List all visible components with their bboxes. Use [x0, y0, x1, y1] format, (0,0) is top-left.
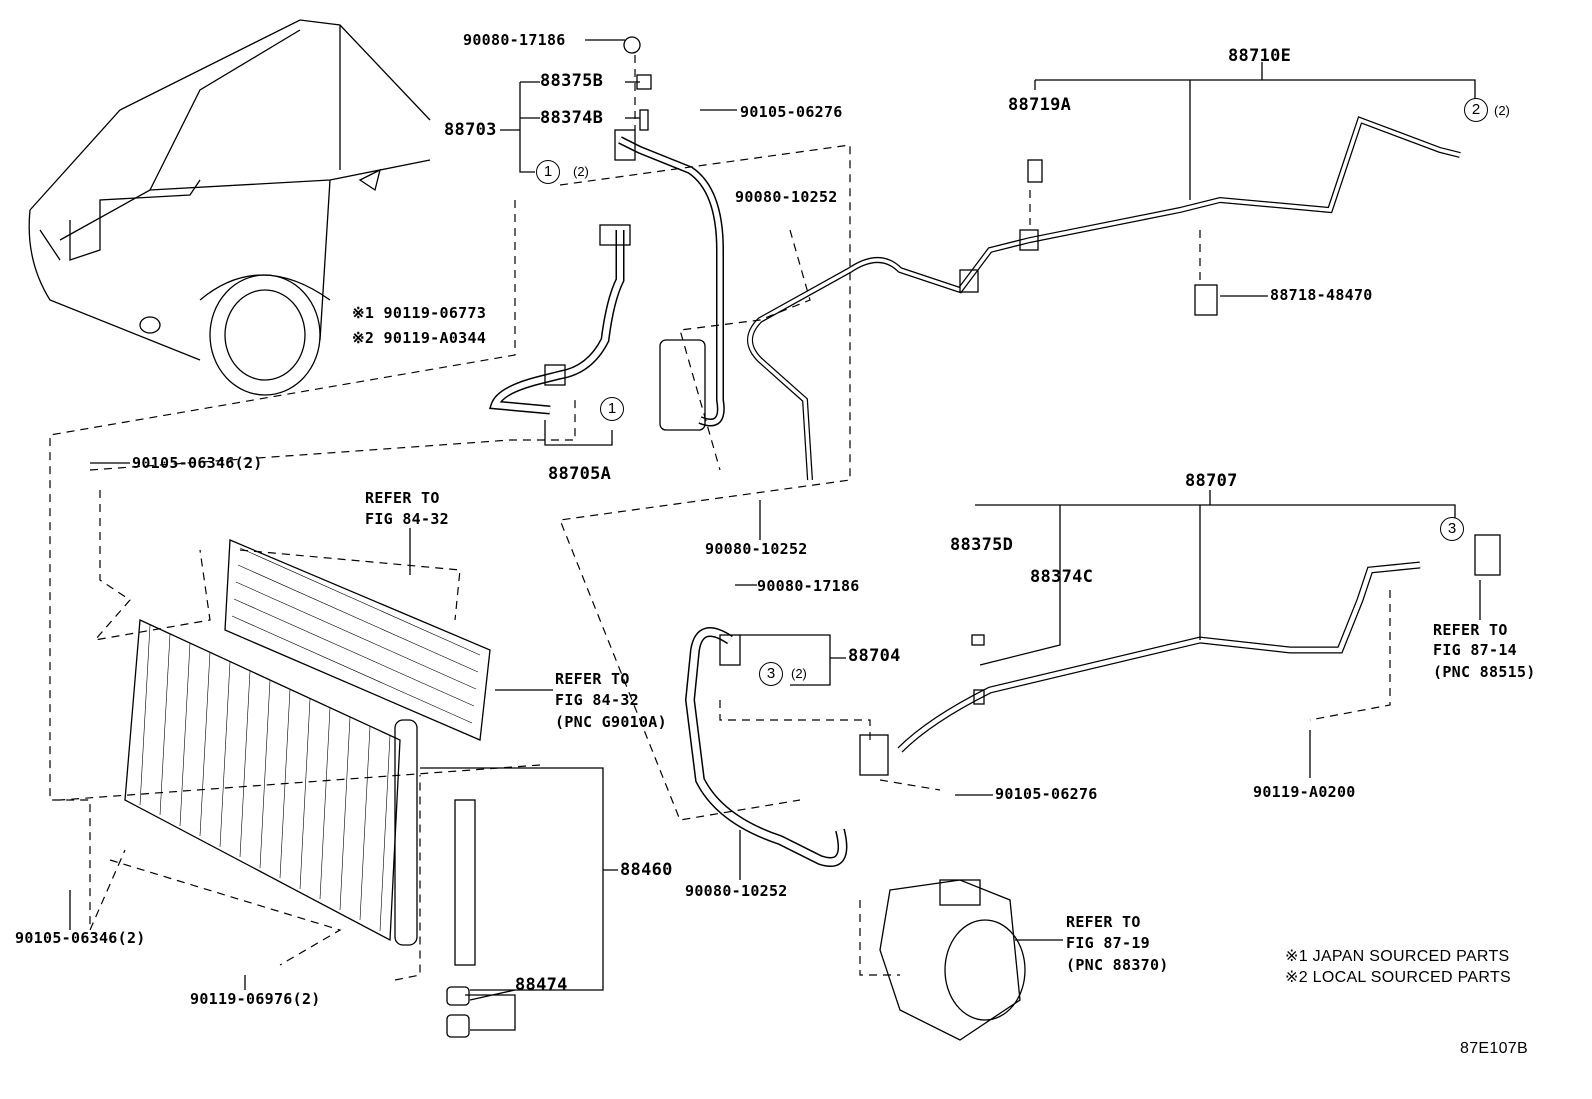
refer-fig-link[interactable]: FIG 87-19: [1066, 934, 1150, 952]
part-number-90080-10252: 90080-10252: [735, 188, 838, 206]
refer-to-label: REFER TO: [365, 489, 440, 507]
refer-fig-link[interactable]: FIG 87-14: [1433, 641, 1517, 659]
part-number-90119-A0200: 90119-A0200: [1253, 783, 1356, 801]
part-number-90105-06276: 90105-06276: [740, 103, 843, 121]
part-number-90080-17186: 90080-17186: [757, 577, 860, 595]
part-number-88710E: 88710E: [1228, 46, 1292, 66]
part-number-88374B: 88374B: [540, 108, 604, 128]
callout-quantity: (2): [791, 666, 807, 681]
part-number-90119-A0344: ※2 90119-A0344: [352, 329, 487, 347]
dashed-leaders: [49, 55, 1391, 981]
part-number-88474: 88474: [515, 975, 568, 995]
diagram-id: 87E107B: [1460, 1040, 1528, 1057]
callout-2: 2: [1464, 98, 1488, 122]
callout-3: 3: [759, 662, 783, 686]
compressor: [879, 879, 1026, 1041]
part-number-90105-06276: 90105-06276: [995, 785, 1098, 803]
part-number-88460: 88460: [620, 860, 673, 880]
callout-quantity: (2): [573, 164, 589, 179]
legend-note-1: ※1 JAPAN SOURCED PARTS: [1285, 948, 1510, 965]
refer-to-label: REFER TO: [1066, 913, 1141, 931]
hose-88703: [614, 36, 725, 427]
refer-fig-link[interactable]: FIG 84-32: [365, 510, 449, 528]
vehicle-illustration: [28, 19, 431, 396]
part-number-90080-17186: 90080-17186: [463, 31, 566, 49]
hose-88705A: [488, 224, 631, 415]
part-number-90119-06773: ※1 90119-06773: [352, 304, 487, 322]
pipe-88707: [859, 534, 1501, 776]
refer-pnc: (PNC 88370): [1066, 956, 1169, 974]
part-number-90105-06346: 90105-06346(2): [132, 454, 263, 472]
legend-note-2: ※2 LOCAL SOURCED PARTS: [1285, 969, 1511, 986]
part-number-88375B: 88375B: [540, 71, 604, 91]
refer-to-label: REFER TO: [1433, 621, 1508, 639]
refer-pnc: (PNC G9010A): [555, 713, 667, 731]
callout-quantity: (2): [1494, 103, 1510, 118]
part-number-90080-10252: 90080-10252: [685, 882, 788, 900]
part-number-90105-06346: 90105-06346(2): [15, 929, 146, 947]
receiver: [659, 339, 706, 431]
part-number-88703: 88703: [444, 120, 497, 140]
part-number-88707: 88707: [1185, 471, 1238, 491]
part-number-90080-10252: 90080-10252: [705, 540, 808, 558]
dryer-88474: [454, 799, 476, 966]
pipe-88710E: [747, 116, 1461, 481]
part-number-88719A: 88719A: [1008, 95, 1072, 115]
part-number-90119-06976: 90119-06976(2): [190, 990, 321, 1008]
refer-fig-link[interactable]: FIG 84-32: [555, 691, 639, 709]
callout-1: 1: [600, 397, 624, 421]
condenser-88460: [124, 539, 491, 1038]
part-number-88375D: 88375D: [950, 535, 1014, 555]
callout-1: 1: [536, 160, 560, 184]
callout-3: 3: [1440, 517, 1464, 541]
part-number-88374C: 88374C: [1030, 567, 1094, 587]
part-number-88705A: 88705A: [548, 464, 612, 484]
refer-pnc: (PNC 88515): [1433, 663, 1536, 681]
part-number-88718-48470: 88718-48470: [1270, 286, 1373, 304]
refer-to-label: REFER TO: [555, 670, 630, 688]
part-number-88704: 88704: [848, 646, 901, 666]
leader-lines: [69, 39, 1481, 1031]
